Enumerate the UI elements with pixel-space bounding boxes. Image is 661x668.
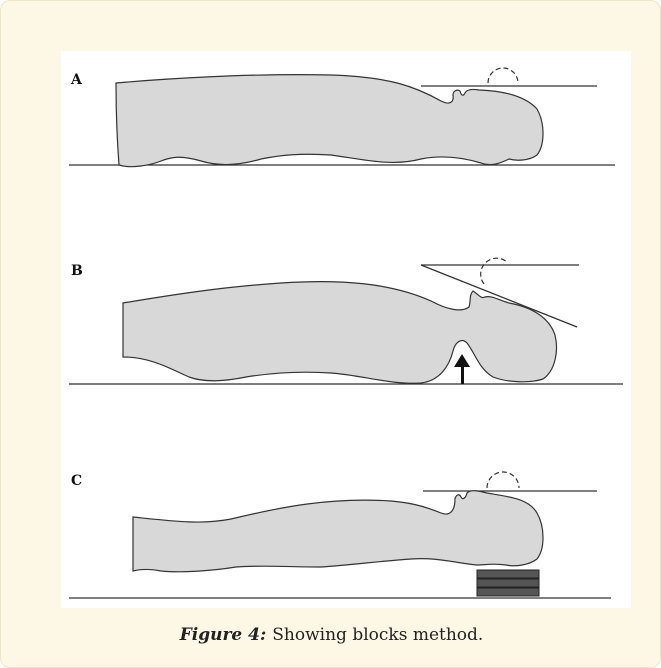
panel-c-dashed-arc (487, 472, 519, 488)
panel-label-b: B (71, 263, 83, 279)
panel-c-body-silhouette (133, 491, 543, 572)
panel-a-dashed-arc (488, 68, 518, 83)
panel-b-dashed-arc (481, 258, 507, 284)
figure-caption: Figure 4:Showing blocks method. (1, 625, 661, 645)
positioning-diagram (61, 51, 631, 608)
panel-c-illustration (69, 472, 611, 598)
panel-a-illustration (69, 68, 615, 167)
panel-b-body-silhouette (123, 282, 557, 384)
panel-b-illustration (69, 258, 623, 384)
caption-text: Showing blocks method. (272, 625, 483, 645)
panel-a-body-silhouette (116, 75, 543, 167)
head-blocks (477, 570, 539, 596)
panel-label-c: C (71, 473, 82, 489)
panel-label-a: A (71, 72, 82, 88)
figure-image: A B C (61, 51, 631, 608)
figure-number: Figure 4: (180, 625, 267, 645)
panel-b-up-arrow-icon (454, 354, 470, 384)
